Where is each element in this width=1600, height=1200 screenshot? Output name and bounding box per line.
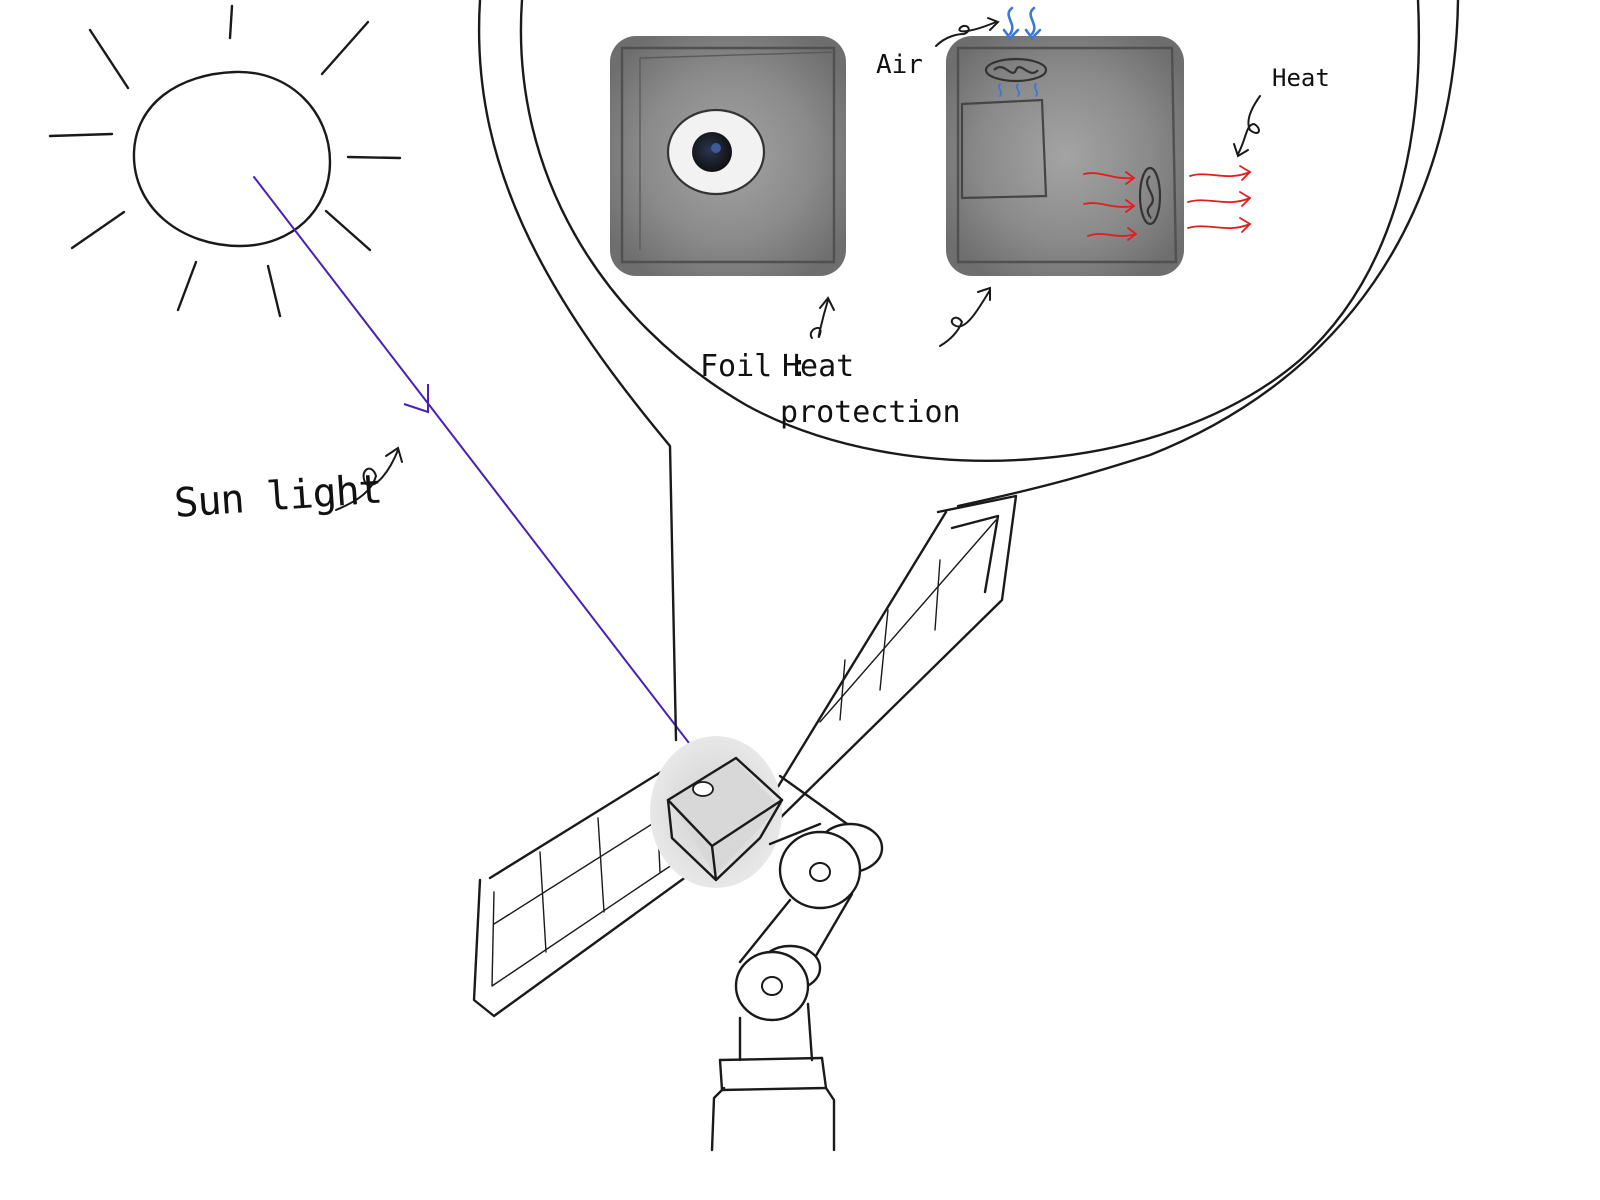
foil-label-line1: Heat [782, 352, 854, 382]
solar-panel-upper [776, 496, 1016, 822]
sun-icon [50, 6, 400, 316]
air-label: Air [876, 52, 923, 78]
heat-label: Heat [1272, 66, 1330, 90]
foil-label-line2: protection [780, 398, 961, 428]
air-arrow-icon [1004, 8, 1040, 38]
camera-lens-icon [668, 110, 764, 194]
satellite-icon [650, 736, 782, 888]
foil-panel-camera [610, 36, 846, 276]
foil-panel-fans [946, 36, 1184, 276]
